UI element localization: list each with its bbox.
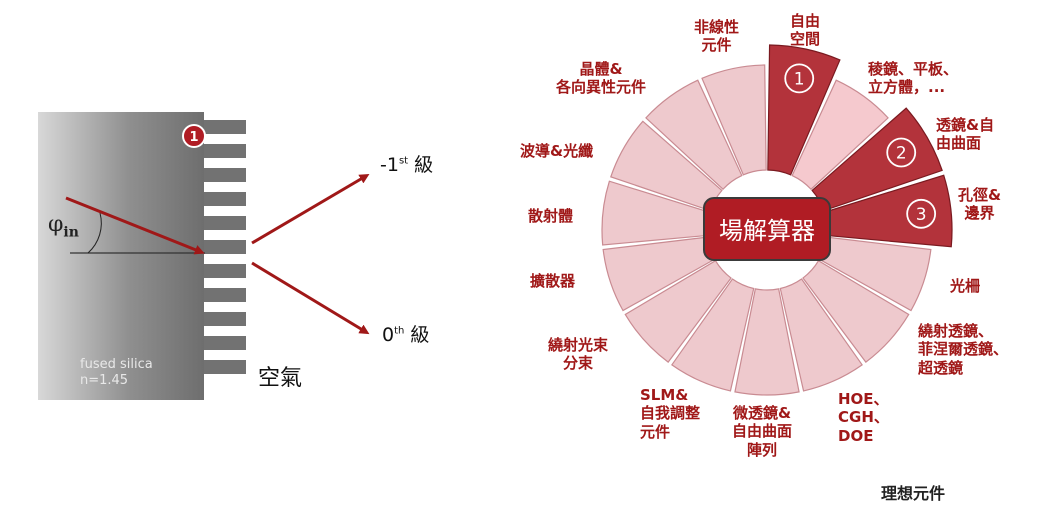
order-zero-number: 0: [382, 324, 395, 346]
sector-label-aperture: 孔徑& 邊界: [958, 186, 1002, 223]
diffracted-ray-minus1: [251, 173, 370, 245]
sector-label-waveguide: 波導&光纖: [520, 142, 594, 160]
grating-badge-number: 1: [189, 130, 198, 145]
phi-in-label: φin: [48, 212, 79, 241]
sector-badge-ring: [784, 63, 815, 94]
wheel-sector: [645, 79, 743, 191]
grating-tooth: [204, 360, 246, 374]
wheel-sector: [734, 288, 800, 396]
phi-symbol: φ: [48, 212, 64, 237]
grating-tooth: [204, 144, 246, 158]
order-zero-text: 級: [404, 324, 430, 346]
sector-badge-ring: [906, 198, 937, 229]
phi-subscript: in: [63, 224, 79, 241]
material-name: fused silica: [80, 357, 153, 372]
grating-teeth: [204, 120, 246, 374]
sector-badge-number: 1: [794, 69, 805, 89]
sector-label-diffuser: 擴散器: [530, 272, 576, 290]
sector-label-slm: SLM& 自我調整 元件: [640, 386, 701, 441]
wheel-sector: [701, 64, 767, 176]
sector-label-nonlinear: 非線性 元件: [694, 18, 740, 55]
air-label: 空氣: [258, 366, 303, 391]
sector-badge-number: 2: [896, 144, 907, 164]
diffracted-ray-zero: [251, 261, 370, 335]
sector-label-prism: 稜鏡、平板、 立方體，...: [868, 60, 959, 97]
ideal-component-caption: 理想元件: [881, 484, 946, 503]
grating-block: [38, 112, 246, 400]
order-zero-label: 0th 級: [382, 324, 429, 347]
grating-tooth: [204, 168, 246, 182]
wheel-sector: [791, 79, 889, 191]
order-minus1-text: 級: [408, 154, 434, 176]
incidence-angle-arc: [87, 212, 102, 254]
grating-tooth: [204, 240, 246, 254]
wheel-sector: [624, 259, 732, 363]
sector-label-free-space: 自由 空間: [790, 12, 821, 49]
grating-tooth: [204, 336, 246, 350]
solver-center: 場解算器: [703, 197, 831, 261]
sector-badge-ring: [886, 137, 917, 168]
solver-wheel: 1 2 3: [601, 44, 953, 396]
sector-label-hoe: HOE、 CGH、 DOE: [838, 390, 889, 445]
sector-badge-number: 3: [916, 205, 927, 225]
material-index: n=1.45: [80, 373, 129, 389]
incident-ray: [65, 196, 205, 255]
sector-label-diffractive-lens: 繞射透鏡、 菲涅爾透鏡、 超透鏡: [918, 322, 1009, 377]
order-minus1-number: -1: [380, 154, 399, 176]
sector-label-beam-splitter: 繞射光束 分束: [548, 336, 609, 373]
order-zero-suffix: th: [394, 325, 405, 337]
wheel-sector: [671, 278, 755, 392]
order-minus1-label: -1st 級: [380, 154, 433, 177]
grating-tooth: [204, 288, 246, 302]
sector-label-microlens: 微透鏡& 自由曲面 陣列: [732, 404, 793, 459]
wheel-sector: [779, 278, 863, 392]
grating-tooth: [204, 120, 246, 134]
grating-badge: 1: [182, 124, 206, 148]
grating-tooth: [204, 264, 246, 278]
sector-label-lens-freeform: 透鏡&自 由曲面: [936, 116, 995, 153]
sector-label-crystal: 晶體& 各向異性元件: [556, 60, 647, 97]
grating-tooth: [204, 192, 246, 206]
wheel-sector: [802, 259, 910, 363]
center-label: 場解算器: [719, 217, 815, 245]
grating-tooth: [204, 312, 246, 326]
sector-label-scatterer: 散射體: [528, 207, 574, 225]
grating-tooth: [204, 216, 246, 230]
sector-label-grating: 光柵: [950, 277, 981, 295]
order-minus1-suffix: st: [398, 155, 409, 167]
